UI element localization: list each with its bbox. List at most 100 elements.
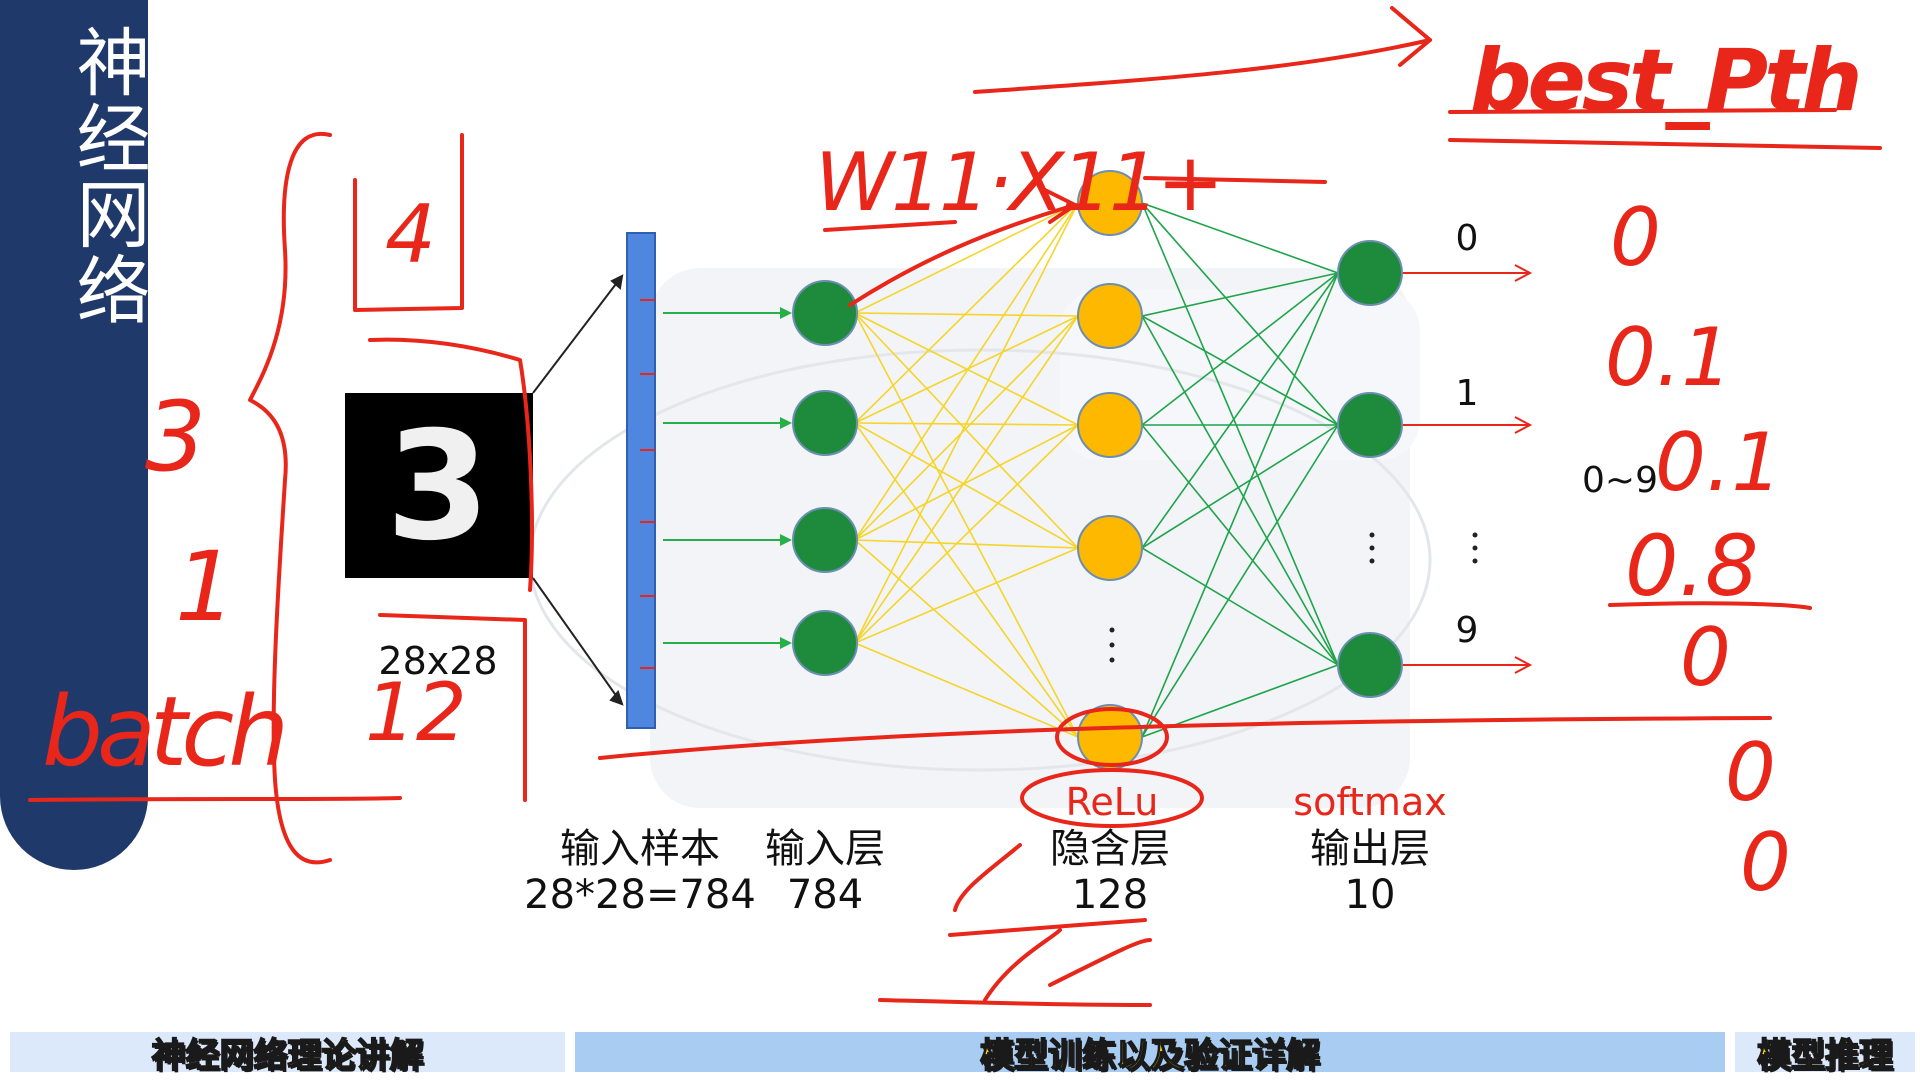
output-label-0: 0 xyxy=(1456,218,1479,259)
input-size-label: 28x28 xyxy=(378,639,497,683)
layer-size-hidden: 128 xyxy=(1072,872,1148,918)
edge-input-hidden xyxy=(854,315,1079,541)
edge-arrowhead xyxy=(780,417,792,429)
edge-hidden-output xyxy=(1141,202,1339,426)
activation-relu-label: ReLu xyxy=(1066,780,1159,824)
output-node-1 xyxy=(1337,392,1403,458)
input-node-0 xyxy=(792,280,858,346)
output-range-label: 0~9 xyxy=(1582,460,1658,501)
edge-hidden-output xyxy=(1141,424,1339,738)
layer-size-sample: 28*28=784 xyxy=(524,872,756,918)
annotation-batch: batch xyxy=(42,676,283,788)
sidebar-title: 神经网络 xyxy=(64,24,150,328)
annotation-prob-2: 0.1 xyxy=(1655,416,1782,509)
edge-input-hidden xyxy=(854,202,1079,424)
nav-theory[interactable]: 神经网络理论讲解 xyxy=(10,1032,565,1076)
output-ellipsis xyxy=(1369,532,1478,564)
edge-hidden-output xyxy=(1141,424,1339,666)
input-to-hidden-edges xyxy=(854,202,1079,738)
edge-input-hidden xyxy=(854,312,1079,738)
output-arrowhead xyxy=(1514,656,1533,674)
layer-title-sample: 输入样本 xyxy=(560,826,720,872)
input-digit-image xyxy=(345,393,533,578)
edge-hidden-output xyxy=(1141,547,1339,666)
layer-size-output: 10 xyxy=(1345,872,1396,918)
edge-hidden-output xyxy=(1141,272,1339,738)
hidden-node-3 xyxy=(1077,515,1143,581)
edge-arrowhead xyxy=(780,637,792,649)
annotation-prob-4: 0 xyxy=(1680,611,1731,704)
edge-input-hidden xyxy=(854,422,1079,738)
edge-input-hidden xyxy=(854,315,1079,424)
annotation-prob-3: 0.8 xyxy=(1625,517,1759,615)
edge-hidden-output xyxy=(1141,272,1339,426)
vector-ticks xyxy=(640,299,655,669)
input-node-1 xyxy=(792,390,858,456)
input-node-3 xyxy=(792,610,858,676)
annotation-batch-underline xyxy=(28,796,402,802)
output-arrows xyxy=(1402,264,1533,674)
hidden-ellipsis xyxy=(1109,627,1115,663)
annotation-node-circle xyxy=(1055,707,1169,767)
network-background-panel-2 xyxy=(1060,290,1420,460)
edge-input-hidden xyxy=(854,424,1079,541)
handwritten-annotations xyxy=(28,6,1882,1007)
layer-title-input: 输入层 xyxy=(765,826,885,872)
annotation-prob-6: 0 xyxy=(1740,816,1791,909)
edge-hidden-output xyxy=(1141,202,1339,274)
output-node-0 xyxy=(1337,240,1403,306)
annotation-weight: W11·X11+ xyxy=(815,136,1221,229)
edge-arrowhead xyxy=(780,307,792,319)
activation-softmax-label: softmax xyxy=(1293,780,1446,824)
annotation-left-12: 12 xyxy=(365,666,467,759)
annotation-left-1: 1 xyxy=(175,531,236,643)
hidden-node-4 xyxy=(1077,704,1143,770)
input-node-2 xyxy=(792,507,858,573)
edge-input-hidden xyxy=(854,642,1079,738)
output-node-2 xyxy=(1337,632,1403,698)
edge-input-hidden xyxy=(854,422,1079,549)
nav-inference[interactable]: 模型推理 xyxy=(1735,1032,1915,1076)
edge-input-hidden xyxy=(854,424,1079,644)
annotation-underline-2 xyxy=(1448,138,1882,150)
edge-input-hidden xyxy=(854,315,1079,644)
annotation-left-3: 3 xyxy=(145,381,206,493)
edge-hidden-output xyxy=(1141,315,1339,426)
edge-input-hidden xyxy=(854,312,1079,549)
annotation-network-line xyxy=(598,716,1772,760)
input-digit: 3 xyxy=(386,400,490,574)
annotation-underline-1 xyxy=(1448,108,1837,114)
annotation-prob-0: 0 xyxy=(1610,191,1661,284)
layer-title-hidden: 隐含层 xyxy=(1050,826,1170,872)
hidden-node-2 xyxy=(1077,392,1143,458)
vector-to-input-edges xyxy=(663,307,792,649)
annotation-left-4: 4 xyxy=(385,188,436,281)
edge-input-hidden xyxy=(854,547,1079,644)
course-navigation-bar: 神经网络理论讲解 模型训练以及验证详解 模型推理 xyxy=(0,1032,1920,1076)
nav-training[interactable]: 模型训练以及验证详解 xyxy=(575,1032,1725,1076)
edge-hidden-output xyxy=(1141,424,1339,549)
layer-size-input: 784 xyxy=(787,872,863,918)
hidden-node-0 xyxy=(1077,170,1143,236)
edge-input-hidden xyxy=(854,202,1079,541)
edge-hidden-output xyxy=(1141,272,1339,549)
flattened-vector xyxy=(626,232,656,729)
edge-hidden-output xyxy=(1141,272,1339,317)
edge-arrowhead xyxy=(780,534,792,546)
edge-input-hidden xyxy=(854,202,1079,644)
output-arrowhead xyxy=(1514,416,1533,434)
sidebar: 神经网络 xyxy=(0,0,150,870)
hidden-node-1 xyxy=(1077,283,1143,349)
hidden-to-output-edges xyxy=(1141,202,1339,738)
annotation-top-arrow xyxy=(973,38,1432,94)
annotation-best-pth: best_Pth xyxy=(1470,31,1859,131)
output-label-9: 9 xyxy=(1456,610,1479,651)
annotation-weight-arrow xyxy=(848,203,1077,307)
edge-input-hidden xyxy=(854,312,1079,317)
handwritten-text: best_Pth W11·X11+ batch 4 3 1 12 0 0.1 0… xyxy=(42,31,1863,909)
edge-input-hidden xyxy=(854,202,1079,314)
annotation-prob-5: 0 xyxy=(1725,726,1776,819)
output-label-1: 1 xyxy=(1456,373,1479,414)
